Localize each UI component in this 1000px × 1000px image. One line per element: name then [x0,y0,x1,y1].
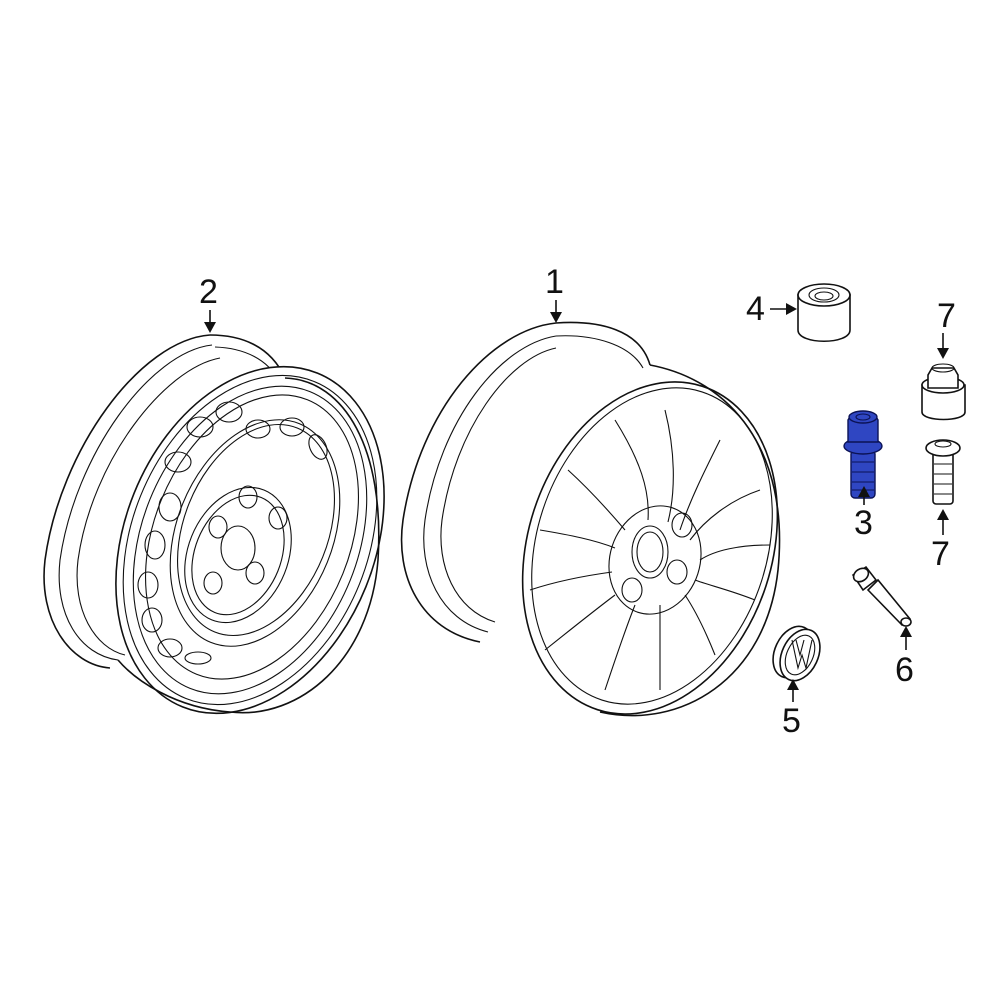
spokes [529,409,771,691]
callout-7-top[interactable]: 7 [937,297,956,359]
svg-text:6: 6 [895,651,914,689]
svg-text:1: 1 [545,263,564,301]
center-cap-part-5[interactable] [765,620,827,687]
svg-text:3: 3 [854,504,873,542]
svg-text:4: 4 [746,290,765,328]
vent-holes [137,401,328,665]
vw-logo-icon [791,639,813,671]
nut-cover-part-4[interactable] [797,283,851,343]
svg-text:2: 2 [199,273,218,311]
callout-1[interactable]: 1 [545,263,564,323]
lock-bolt-part-7[interactable] [925,439,961,505]
callout-2[interactable]: 2 [199,273,218,333]
callout-4[interactable]: 4 [746,290,797,328]
lock-key-part-7[interactable] [921,363,966,421]
svg-text:7: 7 [937,297,956,335]
callout-7-bottom[interactable]: 7 [931,509,950,573]
callout-6[interactable]: 6 [895,626,914,689]
steel-wheel-part-2[interactable] [43,326,433,753]
callout-3[interactable]: 3 [854,486,873,542]
callout-5[interactable]: 5 [782,679,801,740]
valve-stem-part-6[interactable] [851,565,912,627]
svg-text:7: 7 [931,535,950,573]
wheel-bolt-part-3[interactable] [843,410,883,499]
svg-text:5: 5 [782,702,801,740]
alloy-wheel-part-1[interactable] [400,321,819,747]
